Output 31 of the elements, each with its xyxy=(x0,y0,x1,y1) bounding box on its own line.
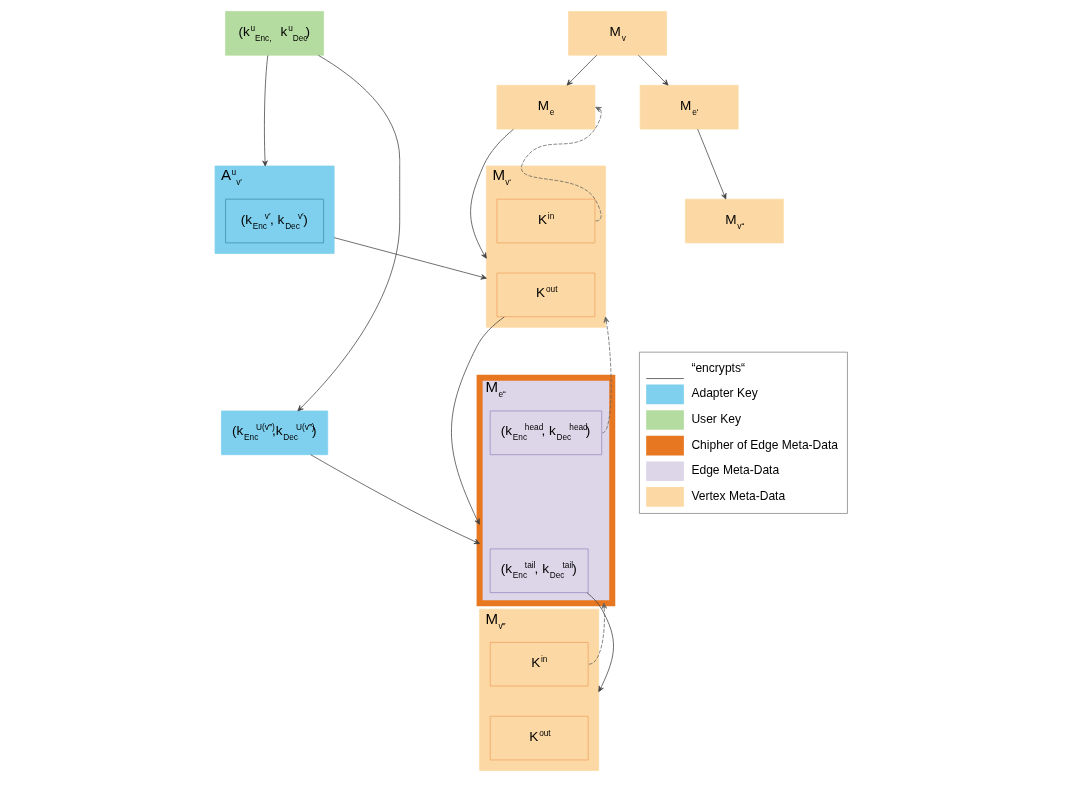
arrow xyxy=(696,128,726,200)
legend-label: User Key xyxy=(690,411,741,426)
node-box: M$_{v“}$ xyxy=(684,198,784,244)
arrow xyxy=(637,54,668,86)
arrow xyxy=(333,237,487,280)
node-box: K$^{out}$ xyxy=(489,715,589,761)
arrow xyxy=(588,602,607,665)
node-box: (k$^{u}$$_{Enc,}$ k$^{u}$$_{Dec}$) xyxy=(224,11,324,56)
legend-label: Vertex Meta-Data xyxy=(690,488,785,503)
node-box: M$_{v}$ xyxy=(567,11,667,56)
node-box: (k$_{Enc}$$^{U(v‴)}$,k$_{Dec}$$^{U(v‴)}$) xyxy=(220,410,328,456)
node-box: K$^{in}$ xyxy=(489,642,589,687)
arrow xyxy=(566,54,597,86)
node-box: (k$_{Enc}$$^{tail}$, k$_{Dec}$$^{tail}$) xyxy=(489,548,589,593)
arrow xyxy=(469,128,514,259)
arrow xyxy=(450,316,505,525)
node-box: (k$_{Enc}$$^{head}$, k$_{Dec}$$^{head}$) xyxy=(489,410,602,456)
arrow xyxy=(296,54,400,412)
node-box: M$_{e‘}$ xyxy=(639,84,738,130)
node-box: K$^{in}$ xyxy=(496,198,595,244)
legend-label: Adapter Key xyxy=(690,386,758,401)
arrow xyxy=(309,454,480,545)
node-box: K$^{out}$ xyxy=(496,272,595,318)
legend-label: Edge Meta-Data xyxy=(690,463,779,478)
arrow xyxy=(586,592,614,692)
node-box: (k$_{Enc}$$^{v′}$, k$_{Dec}$$^{v′}$) xyxy=(224,198,324,244)
arrow xyxy=(601,316,611,434)
legend-label: “encrypts“ xyxy=(690,360,745,375)
legend-label: Chipher of Edge Meta-Data xyxy=(690,437,838,452)
node-box: M$_{e}$ xyxy=(496,84,595,130)
arrow xyxy=(261,55,268,167)
